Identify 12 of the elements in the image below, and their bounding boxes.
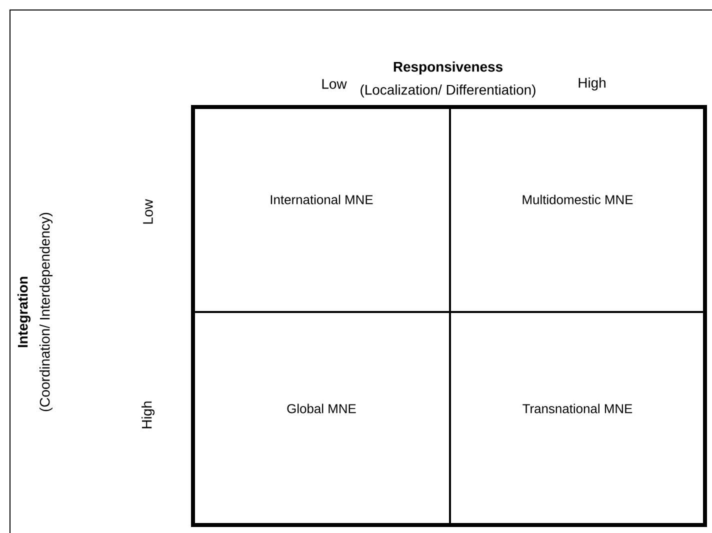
- axis-subtitle: (Coordination/ Interdependency): [40, 212, 52, 412]
- level-label: Low: [322, 79, 347, 89]
- quadrant-cell: Transnational MNE: [449, 311, 706, 526]
- quadrant-cell: Multidomestic MNE: [449, 106, 706, 313]
- level-label: High: [578, 78, 606, 90]
- level-label: High: [142, 402, 154, 428]
- level-label: Low: [143, 199, 153, 224]
- axis-title: Integration: [17, 276, 31, 348]
- quadrant-cell: International MNE: [192, 106, 451, 313]
- axis-title: Responsiveness: [394, 62, 502, 74]
- quadrant-cell: Global MNE: [192, 311, 451, 526]
- axis-subtitle: (Localization/ Differentiation): [360, 84, 536, 98]
